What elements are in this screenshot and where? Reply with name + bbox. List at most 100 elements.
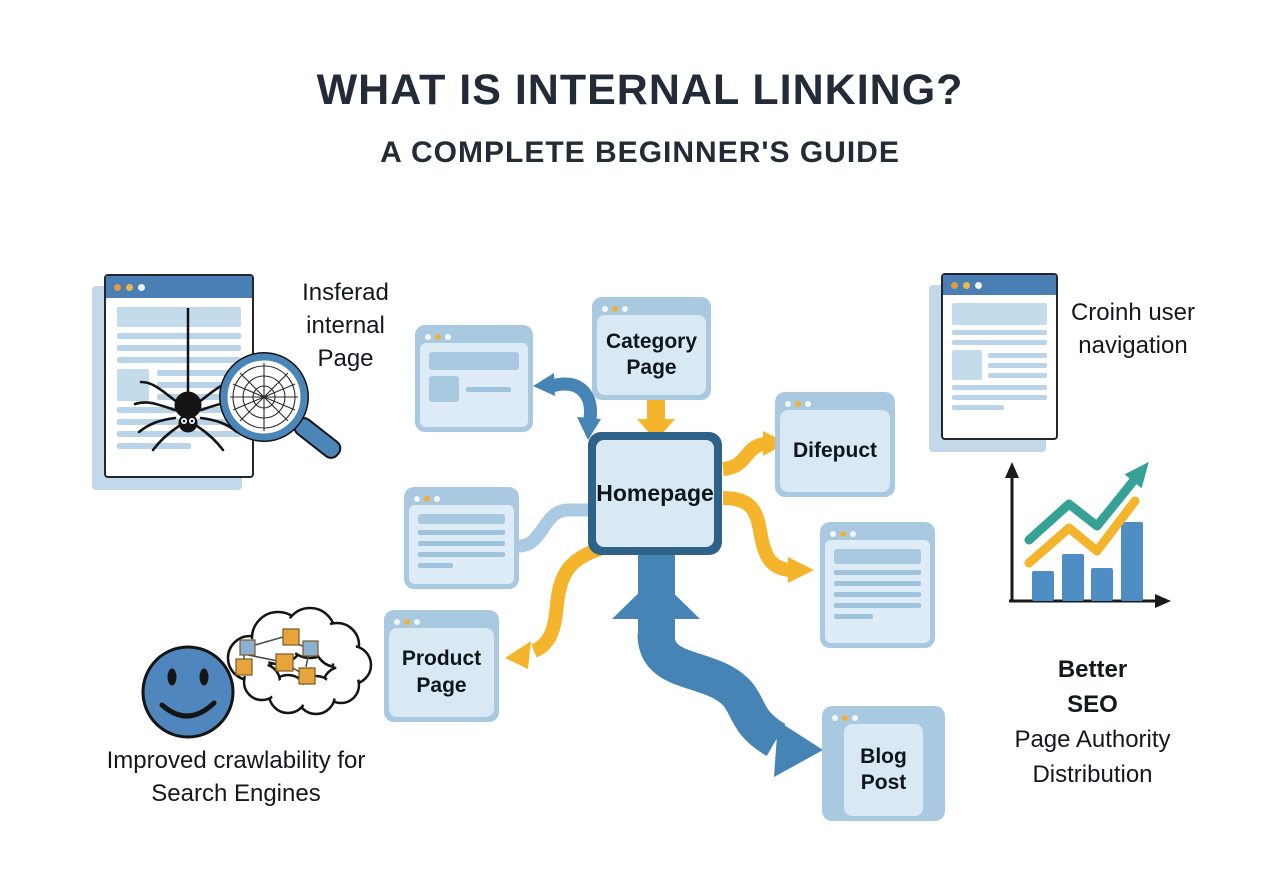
window-dot-icon (840, 530, 846, 537)
caption-line: Improved crawlability for (106, 747, 366, 774)
caption-line: Croinh user (1070, 299, 1196, 326)
window-dot-icon (434, 495, 440, 502)
window-dot-icon (951, 281, 958, 289)
window-dot-icon (622, 305, 628, 312)
thumbnail-page-mid-right (820, 522, 935, 648)
spider-magnifier-illustration (133, 308, 342, 459)
window-dot-icon (394, 618, 400, 625)
x-axis-arrow-icon (1155, 594, 1171, 608)
thumbnail-page-top-left (415, 325, 533, 432)
window-dot-icon (842, 714, 848, 721)
arrow-homepage-to-top-left-thumbnail (533, 373, 601, 440)
node-titlebar (780, 397, 890, 410)
spider-head-icon (178, 413, 198, 433)
arrow-homepage-to-mid-right-thumbnail (722, 491, 814, 583)
node-label: Homepage (596, 440, 714, 547)
caption-line: Better (1057, 656, 1128, 683)
thumb-titlebar (420, 330, 528, 343)
navigation-page-window (941, 273, 1058, 440)
thumb-titlebar (825, 527, 930, 540)
text-line (418, 541, 505, 546)
growth-chart (1005, 461, 1171, 608)
text-line (952, 330, 1047, 335)
text-line (988, 362, 1047, 368)
thumb-titlebar (409, 492, 514, 505)
window-dot-icon (138, 283, 145, 291)
text-line (117, 345, 241, 351)
arrow-homepage-to-blog-post (612, 546, 823, 777)
image-block (952, 350, 982, 380)
window-dot-icon (404, 618, 410, 625)
node-homepage: Homepage (588, 432, 722, 555)
crawlability-caption: Improved crawlability for Search Engines (80, 744, 392, 810)
content-row (429, 376, 519, 402)
node-label: Product Page (389, 628, 494, 717)
caption-line: Distribution (1032, 761, 1153, 788)
text-line (117, 357, 241, 363)
text-line (952, 405, 1005, 410)
arrow-homepage-to-product-page (505, 542, 603, 669)
window-dot-icon (114, 283, 121, 291)
window-dot-icon (975, 281, 982, 289)
crawlability-illustration (141, 606, 373, 739)
node-product-page: Product Page (384, 610, 499, 722)
window-dot-icon (785, 400, 791, 407)
text-line (952, 385, 1047, 390)
chart-series (1024, 461, 1149, 601)
thumb-content (409, 505, 514, 584)
window-dot-icon (602, 305, 608, 312)
node-titlebar (827, 711, 940, 724)
window-dot-icon (612, 305, 618, 312)
node-difepuct: Difepuct (775, 392, 895, 497)
node-blog-post: Blog Post (822, 706, 945, 821)
y-axis-arrow-icon (1005, 462, 1019, 478)
node-category-page: Category Page (592, 297, 711, 400)
text-line (418, 530, 505, 535)
magnifying-glass-icon (219, 352, 342, 459)
seo-benefit-caption: Better SEO Page Authority Distribution (985, 652, 1200, 792)
text-line (466, 386, 512, 392)
text-line (157, 382, 241, 388)
window-titlebar (106, 276, 252, 298)
page-title: WHAT IS INTERNAL LINKING? (316, 66, 964, 114)
caption-line: Page (317, 345, 374, 372)
left-caption: Insferad internal Page (288, 276, 403, 375)
text-line (117, 443, 192, 449)
caption-line: internal (306, 312, 385, 339)
spider-body-icon (174, 391, 202, 419)
window-content (943, 295, 1056, 436)
window-content (106, 298, 252, 474)
text-line (418, 563, 453, 568)
thumbnail-page-mid-left (404, 487, 519, 589)
window-dot-icon (963, 281, 970, 289)
thumb-content (825, 540, 930, 643)
window-dot-icon (850, 530, 856, 537)
node-titlebar (389, 615, 494, 628)
node-titlebar (597, 302, 706, 315)
content-block (418, 514, 505, 524)
window-dot-icon (126, 283, 133, 291)
text-line (834, 570, 921, 575)
text-line (988, 372, 1047, 378)
spider-web-icon (230, 363, 298, 431)
text-line (952, 340, 1047, 345)
content-block (117, 307, 241, 327)
node-label: Difepuct (780, 410, 890, 492)
window-dot-icon (445, 333, 451, 340)
window-titlebar (943, 275, 1056, 295)
smiley-face-icon (141, 645, 235, 739)
window-dot-icon (414, 495, 420, 502)
window-dot-icon (414, 618, 420, 625)
text-line (418, 552, 505, 557)
right-caption: Croinh user navigation (1063, 296, 1203, 362)
text-line (834, 603, 921, 608)
caption-line: Search Engines (151, 780, 321, 807)
content-block (834, 549, 921, 564)
image-block (117, 369, 149, 401)
node-label: Blog Post (843, 724, 924, 816)
window-dot-icon (830, 530, 836, 537)
text-line (157, 370, 241, 376)
content-row (117, 369, 241, 401)
text-line (952, 395, 1047, 400)
